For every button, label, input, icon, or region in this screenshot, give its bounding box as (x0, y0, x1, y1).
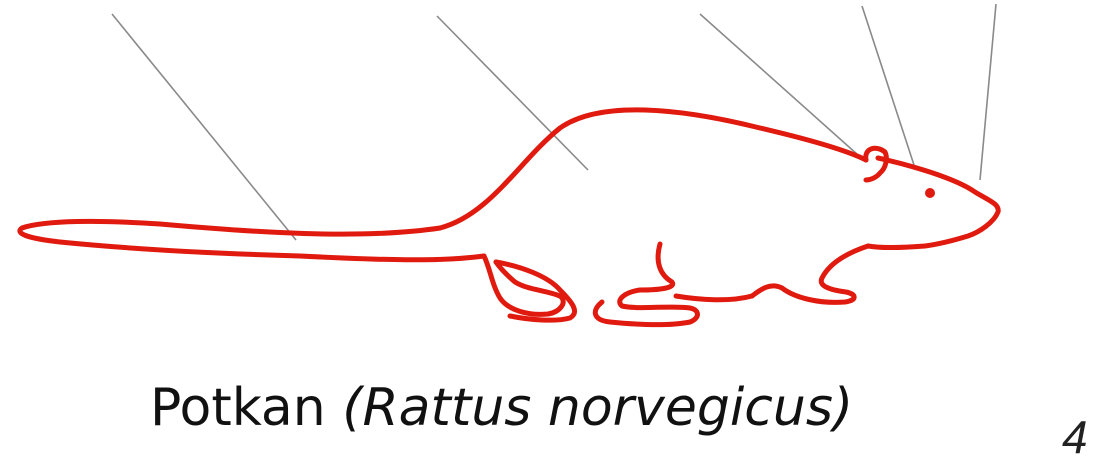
scientific-name: (Rattus norvegicus) (342, 378, 853, 438)
leader-line-snout (980, 4, 996, 180)
rat-hind-leg (595, 244, 697, 325)
common-name: Potkan (150, 378, 326, 438)
rat-outline (20, 110, 998, 325)
leader-lines (112, 4, 996, 240)
rat-front-leg (752, 246, 868, 302)
leader-line-ear (862, 6, 914, 165)
rat-tail (20, 221, 484, 259)
rat-ear (866, 148, 887, 180)
rat-eye (926, 189, 934, 197)
species-caption: Potkan (Rattus norvegicus) (150, 378, 853, 438)
leader-line-tail (112, 14, 296, 240)
rat-belly (676, 296, 752, 300)
leader-line-body (437, 16, 588, 170)
rat-head (868, 158, 998, 248)
page-number: 4 (1062, 414, 1105, 460)
rat-body-back (440, 110, 866, 228)
